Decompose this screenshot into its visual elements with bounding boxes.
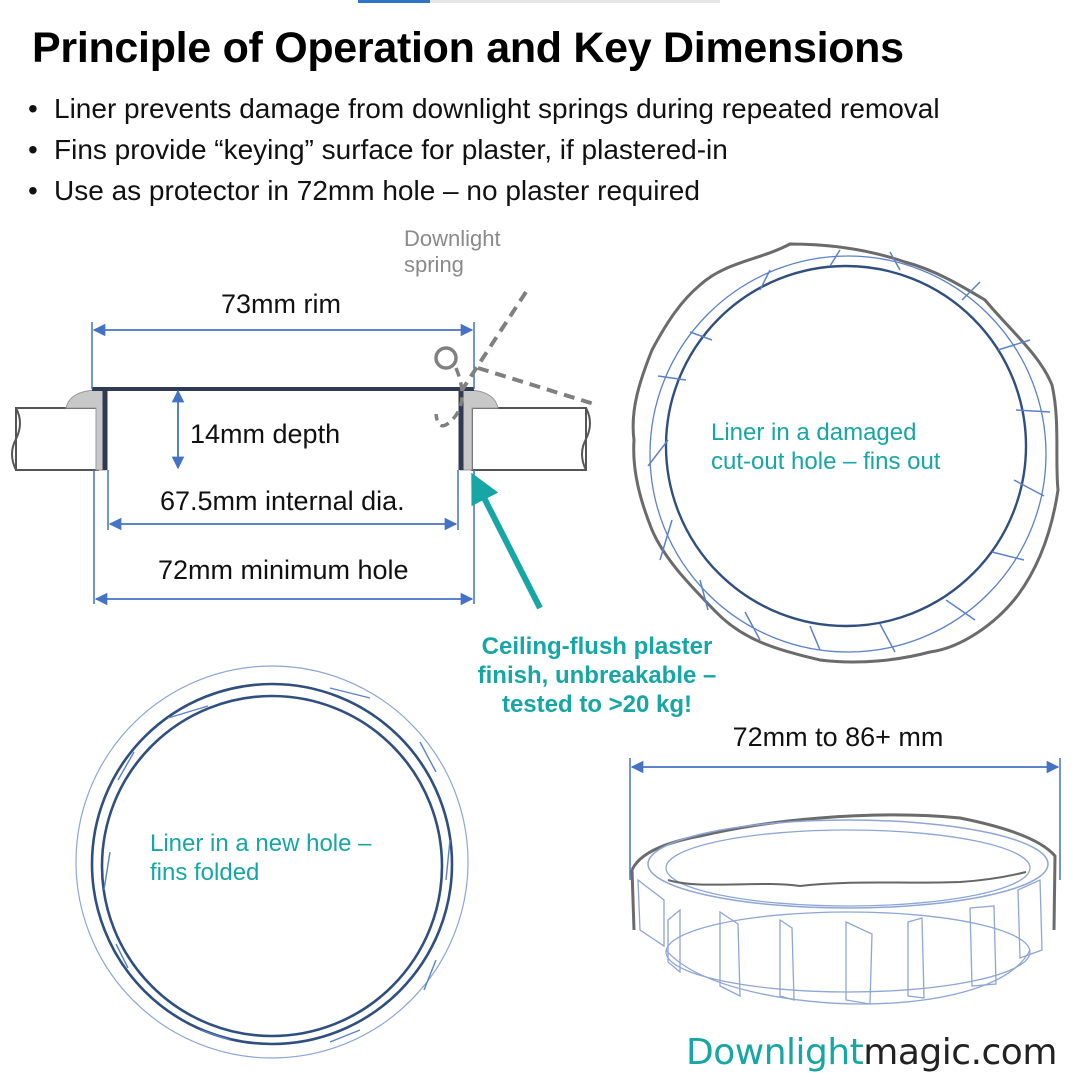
perspective-rim-ellipse [647,819,1049,909]
brand-part-2: magic.com [863,1032,1057,1073]
ceiling-label-line1: Ceiling-flush plaster [482,633,713,660]
perspective-damaged-edge [630,813,1057,931]
damaged-label-line1: Liner in a damaged [711,419,916,446]
board-break-left [11,407,21,471]
rim-label: 73mm rim [221,289,341,319]
new-hole-liner-inner [100,694,444,1038]
plaster-left [65,389,107,471]
bullet-dot-icon: • [28,175,38,206]
brand-part-1: Downlight [686,1032,864,1073]
damaged-hole-diagram: Liner in a damaged cut-out hole – fins o… [631,242,1060,664]
bullet-list: • Liner prevents damage from downlight sp… [28,88,940,211]
bullet-dot-icon: • [28,134,38,165]
ceiling-label-line3: tested to >20 kg! [502,691,692,718]
ceiling-label-line2: finish, unbreakable – [478,662,717,689]
perspective-edge-left [630,869,636,931]
top-accent-segment [358,0,430,3]
bullet-item: • Fins provide “keying” surface for plast… [28,129,940,170]
range-label: 72mm to 86+ mm [733,722,944,752]
perspective-inner-line [667,871,1027,888]
spring-label-line1: Downlight [404,226,501,251]
brand-logo: Downlightmagic.com [686,1032,1057,1073]
top-accent-bar [358,0,720,3]
board-break-right [581,407,591,471]
folded-fins [103,687,451,1043]
damaged-label-line2: cut-out hole – fins out [711,448,941,475]
bullet-text: Fins provide “keying” surface for plaste… [54,134,728,165]
liner-fins-out [647,249,1051,653]
new-hole-label-line1: Liner in a new hole – [150,830,372,857]
liner-inner-circle [664,264,1028,628]
bullet-item: • Use as protector in 72mm hole – no plas… [28,170,940,211]
ceiling-pointer-arrow [471,472,543,610]
page-title: Principle of Operation and Key Dimension… [32,24,904,72]
depth-label: 14mm depth [190,419,340,449]
bullet-item: • Liner prevents damage from downlight sp… [28,88,940,129]
minimum-hole-label: 72mm minimum hole [158,555,409,585]
internal-diameter-label: 67.5mm internal dia. [160,486,405,516]
new-hole-diagram: Liner in a new hole – fins folded [75,665,469,1059]
bullet-text: Liner prevents damage from downlight spr… [54,93,940,124]
spring-label-line2: spring [404,252,464,277]
downlight-spring-icon [434,290,595,428]
new-hole-outer-circle [75,665,469,1059]
new-hole-liner-outer [90,682,454,1046]
cross-section-diagram: Downlight spring 73mm rim 14mm depth 67.… [11,226,717,718]
new-hole-label-line2: fins folded [150,859,259,886]
ceiling-board-left [15,407,99,471]
ceiling-flush-callout: Ceiling-flush plaster finish, unbreakabl… [478,633,717,718]
perspective-liner-diagram: 72mm to 86+ mm [629,722,1061,1005]
bullet-text: Use as protector in 72mm hole – no plast… [54,175,700,206]
perspective-bottom-arc [665,949,1031,1005]
ceiling-board-right [471,407,587,471]
plaster-right [459,389,499,471]
perspective-top-ellipse [665,829,1031,907]
liner-rim-circle [649,255,1047,653]
perspective-base-ellipse [665,911,1031,993]
damaged-hole-outline [631,242,1060,664]
bullet-dot-icon: • [28,93,38,124]
perspective-fins [637,878,1043,1005]
